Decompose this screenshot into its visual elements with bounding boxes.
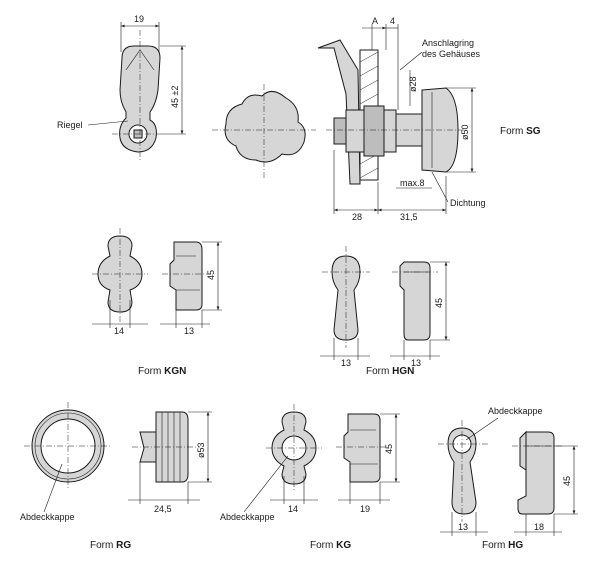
anschlagring-label-1: Anschlagring [422, 38, 474, 48]
sg-star-knob [212, 84, 316, 180]
kg-abdeckkappe-label: Abdeckkappe [220, 512, 275, 522]
sg-4-dim: 4 [390, 16, 395, 26]
form-hgn-caption: Form HGN [366, 366, 414, 377]
kgn-13-dim: 13 [184, 326, 194, 336]
hgn-45-dim: 45 [434, 298, 444, 308]
sg-max8-dim: max.8 [400, 178, 425, 188]
kg-14-dim: 14 [288, 504, 298, 514]
anschlagring-label-2: des Gehäuses [422, 49, 481, 59]
kgn-14-dim: 14 [114, 326, 124, 336]
hg-45-dim: 45 [562, 476, 572, 486]
hg-views: Abdeckkappe 45 13 18 Form HG [438, 406, 578, 551]
rg-24-5-dim: 24,5 [154, 504, 172, 514]
kgn-views: 45 14 13 Form KGN [92, 228, 222, 377]
form-kg-caption: Form KG [310, 540, 351, 551]
hg-13-dim: 13 [458, 522, 468, 532]
sg-31-5-dim: 31,5 [400, 212, 418, 222]
form-kgn-caption: Form KGN [138, 366, 186, 377]
riegel-label: Riegel [57, 120, 83, 130]
kg-views: Abdeckkappe 45 14 19 Form KG [220, 404, 400, 551]
sg-section-view: A 4 ø28 ø50 Anschlagring des Gehäuses ma… [317, 16, 541, 222]
hgn-13b-dim: 13 [411, 358, 421, 368]
hgn-views: 45 13 13 Form HGN [320, 246, 450, 377]
hg-18-dim: 18 [534, 522, 544, 532]
kg-45-dim: 45 [384, 444, 394, 454]
rg-d53-dim: ø53 [196, 442, 206, 458]
rg-views: Abdeckkappe ø53 24,5 Form RG [20, 402, 212, 551]
form-rg-caption: Form RG [90, 540, 131, 551]
sg-a-dim: A [372, 16, 378, 26]
kgn-45-dim: 45 [206, 270, 216, 280]
rg-abdeckkappe-label: Abdeckkappe [20, 512, 75, 522]
sg-height-dim: 45 ±2 [170, 86, 180, 108]
sg-28-dim: 28 [352, 212, 362, 222]
form-hg-caption: Form HG [482, 540, 523, 551]
kg-19-dim: 19 [360, 504, 370, 514]
sg-d28-dim: ø28 [408, 76, 418, 92]
sg-width-dim: 19 [134, 14, 144, 24]
sg-d50-dim: ø50 [460, 124, 470, 140]
hg-abdeckkappe-label: Abdeckkappe [488, 406, 543, 416]
hgn-13a-dim: 13 [341, 358, 351, 368]
form-sg-caption: Form SG [500, 126, 541, 137]
dichtung-label: Dichtung [450, 198, 486, 208]
sg-lever-view: 19 45 ±2 Riegel [57, 14, 186, 160]
